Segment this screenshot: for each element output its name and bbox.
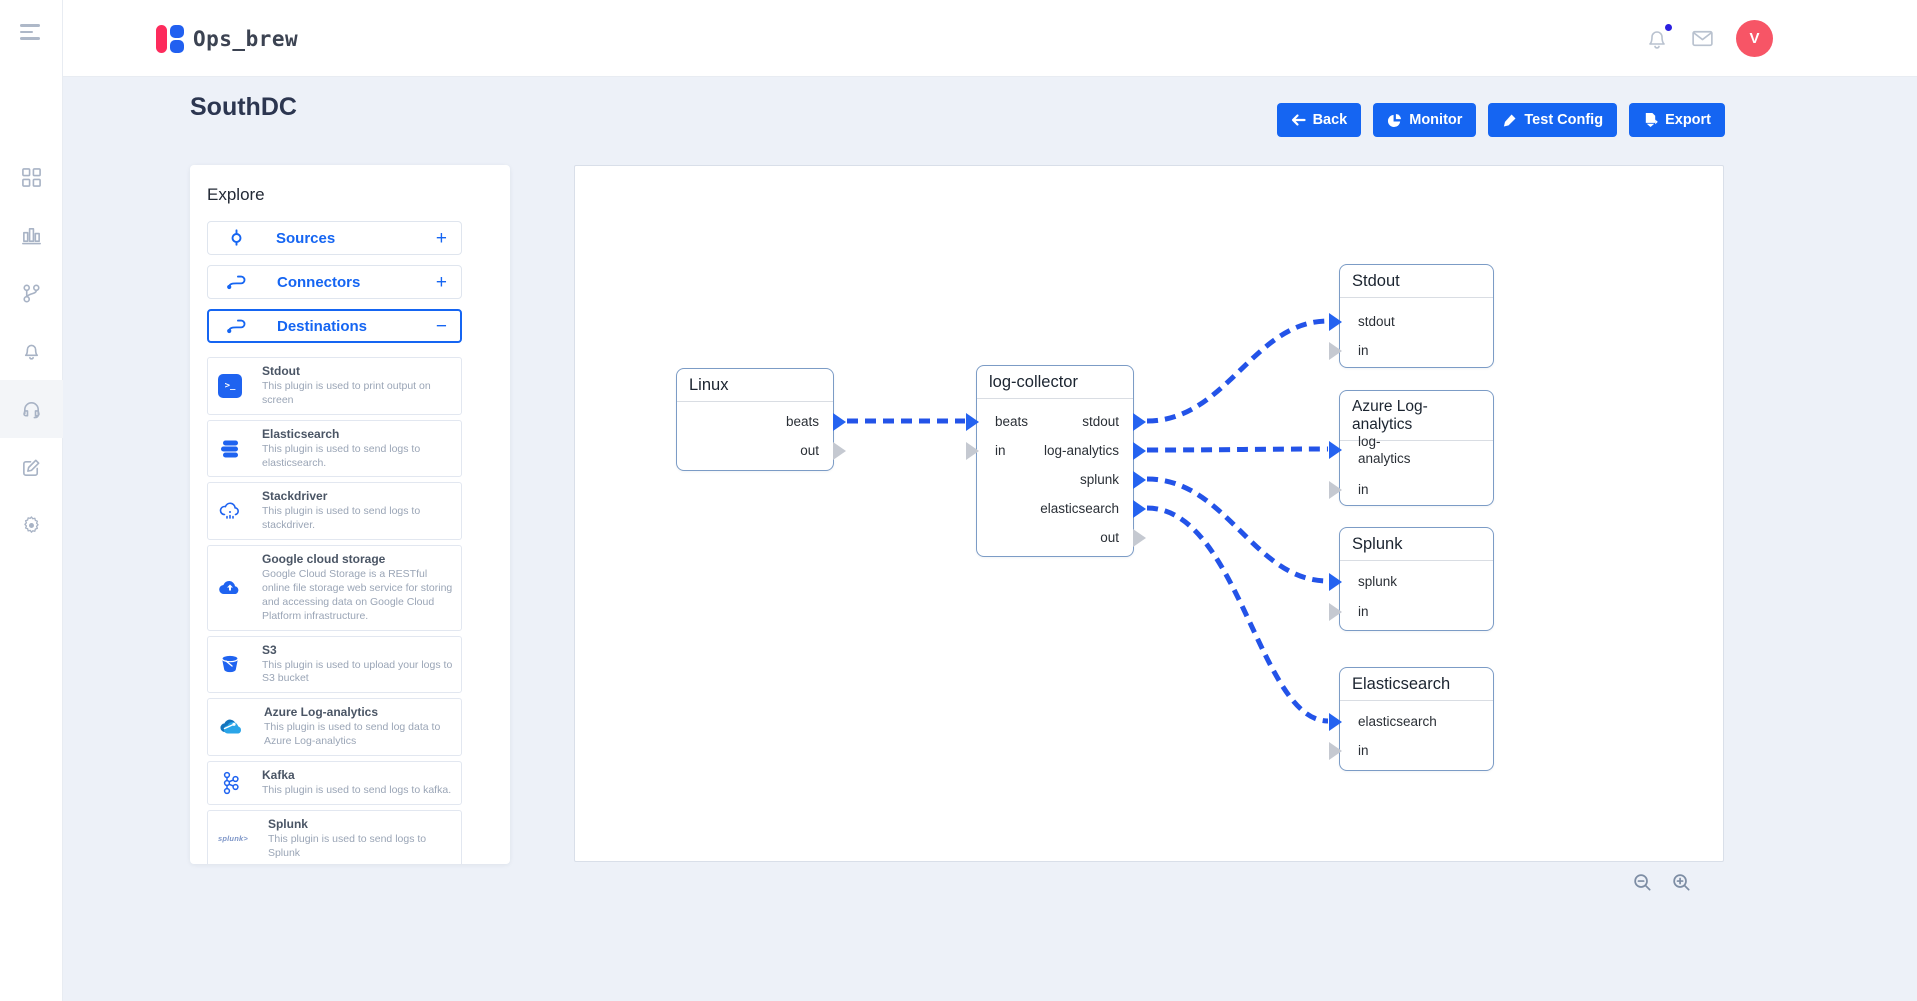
elasticsearch-icon (218, 437, 242, 461)
node-elasticsearch[interactable]: Elasticsearch elasticsearch in (1329, 667, 1494, 771)
port-in-in[interactable] (1329, 742, 1342, 760)
explore-title: Explore (207, 185, 265, 204)
plugin-card-stdout[interactable]: >_ Stdout This plugin is used to print o… (207, 357, 462, 415)
notification-dot (1665, 23, 1672, 31)
port-in-splunk[interactable] (1329, 573, 1342, 591)
kafka-icon (218, 771, 242, 795)
zoom-in-icon (1673, 874, 1690, 891)
pipeline-canvas[interactable]: Linux beats out log-collector beats in s… (574, 165, 1724, 862)
splunk-logo-icon: splunk> (218, 834, 248, 844)
edge-log-analytics (1146, 446, 1329, 453)
plus-icon: + (435, 227, 447, 249)
rail-item-dashboard[interactable] (0, 148, 63, 206)
brand-logo-icon (156, 24, 185, 54)
page-title: SouthDC (190, 93, 297, 121)
port-in-in[interactable] (966, 442, 979, 460)
plugin-card-splunk[interactable]: splunk> Splunk This plugin is used to se… (207, 809, 462, 864)
port-out-out[interactable] (833, 442, 846, 460)
canvas-zoom-controls (1632, 872, 1692, 893)
port-out-elasticsearch[interactable] (1133, 500, 1146, 518)
port-in-in[interactable] (1329, 603, 1342, 621)
monitor-button[interactable]: Monitor (1373, 103, 1477, 137)
bar-chart-icon (22, 227, 41, 244)
file-export-icon (1645, 112, 1658, 128)
edit-icon (23, 459, 40, 476)
menu-toggle-icon[interactable] (20, 24, 42, 42)
bell-icon (1649, 30, 1665, 49)
back-button[interactable]: Back (1276, 103, 1362, 137)
port-out-stdout[interactable] (1133, 413, 1146, 431)
node-linux[interactable]: Linux beats out (676, 368, 846, 471)
messages[interactable] (1690, 26, 1715, 51)
grid-icon (22, 167, 41, 187)
gear-icon (24, 515, 39, 533)
rail-item-settings[interactable] (0, 496, 63, 554)
port-out-out[interactable] (1133, 529, 1146, 547)
port-in-in[interactable] (1329, 481, 1342, 499)
pie-chart-icon (1388, 113, 1402, 127)
port-out-beats[interactable] (833, 413, 846, 431)
minus-icon: − (435, 315, 447, 337)
export-button[interactable]: Export (1629, 103, 1725, 137)
brand-name: Ops_brew (193, 27, 299, 51)
port-in-stdout[interactable] (1329, 313, 1342, 331)
node-stdout[interactable]: Stdout stdout in (1329, 264, 1494, 368)
stackdriver-icon (218, 499, 242, 523)
left-rail (0, 0, 63, 1001)
arrow-left-icon (1291, 114, 1306, 126)
azure-cloud-icon (218, 715, 244, 739)
connectors-icon (227, 275, 246, 290)
port-in-in[interactable] (1329, 342, 1342, 360)
zoom-out-icon (1634, 874, 1651, 891)
destination-plugin-list: >_ Stdout This plugin is used to print o… (207, 357, 462, 864)
node-azure-log-analytics[interactable]: Azure Log-analytics log-analytics in (1329, 390, 1494, 506)
rail-item-alerts[interactable] (0, 322, 63, 380)
pipeline-toolbar: Back Monitor Test Config Export (1276, 103, 1725, 137)
node-splunk[interactable]: Splunk splunk in (1329, 527, 1494, 631)
bell-icon (24, 344, 39, 360)
explore-panel: Explore Sources + Connectors + Destinati… (190, 165, 510, 864)
destinations-icon (227, 319, 246, 334)
plugin-card-azure-log-analytics[interactable]: Azure Log-analytics This plugin is used … (207, 698, 462, 757)
plugin-card-stackdriver[interactable]: Stackdriver This plugin is used to send … (207, 482, 462, 541)
plugin-card-google-cloud-storage[interactable]: Google cloud storage Google Cloud Storag… (207, 545, 462, 631)
rail-item-editor[interactable] (0, 438, 63, 496)
plugin-card-s3[interactable]: S3 This plugin is used to upload your lo… (207, 635, 462, 694)
mail-icon (1692, 30, 1713, 47)
rail-item-pipelines[interactable] (0, 264, 63, 322)
brand-logo[interactable]: Ops_brew (156, 24, 298, 54)
port-out-log-analytics[interactable] (1133, 442, 1146, 460)
plus-icon: + (435, 271, 447, 293)
port-in-log-analytics[interactable] (1329, 441, 1342, 459)
edge-stdout (1146, 318, 1329, 424)
rail-item-support[interactable] (0, 380, 63, 438)
node-log-collector[interactable]: log-collector beats in stdout log-analyt… (966, 365, 1146, 557)
main-content: SouthDC Back Monitor Test Config Export … (63, 77, 1917, 1001)
plugin-card-kafka[interactable]: Kafka This plugin is used to send logs t… (207, 761, 462, 805)
top-header: Ops_brew V (63, 0, 1917, 77)
terminal-icon: >_ (218, 373, 242, 398)
google-cloud-icon (218, 576, 242, 600)
plugin-card-elasticsearch[interactable]: Elasticsearch This plugin is used to sen… (207, 419, 462, 478)
accordion-connectors[interactable]: Connectors + (207, 265, 462, 299)
port-out-splunk[interactable] (1133, 471, 1146, 489)
headphones-icon (23, 401, 40, 418)
test-pen-icon (1504, 114, 1516, 126)
s3-bucket-icon (218, 652, 242, 676)
accordion-destinations[interactable]: Destinations − (207, 309, 462, 343)
port-in-elasticsearch[interactable] (1329, 713, 1342, 731)
port-in-beats[interactable] (966, 413, 979, 431)
edge-elasticsearch (1146, 505, 1329, 724)
accordion-sources[interactable]: Sources + (207, 221, 462, 255)
zoom-in-button[interactable] (1671, 872, 1692, 893)
zoom-out-button[interactable] (1632, 872, 1653, 893)
git-branch-icon (23, 283, 40, 303)
test-config-button[interactable]: Test Config (1488, 103, 1618, 137)
edge-layer (847, 318, 1329, 724)
user-avatar[interactable]: V (1736, 20, 1773, 57)
sources-icon (231, 228, 242, 247)
notifications-bell[interactable] (1645, 23, 1672, 51)
rail-item-metrics[interactable] (0, 206, 63, 264)
edge-splunk (1146, 476, 1329, 584)
